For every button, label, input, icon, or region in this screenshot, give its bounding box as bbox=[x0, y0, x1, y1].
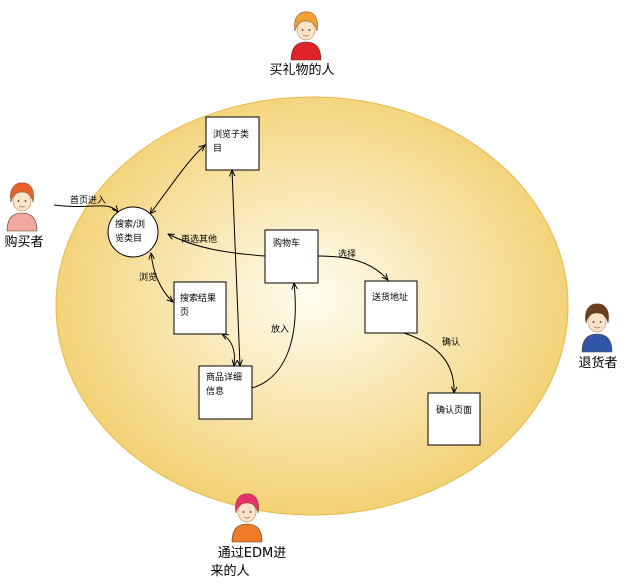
node-shipping-address[interactable]: 送货地址 bbox=[364, 280, 418, 334]
edge-label-browse: 浏览 bbox=[139, 271, 157, 283]
node-browse-subcategory-line2: 目 bbox=[213, 143, 222, 154]
edge-subcategory-to-detail bbox=[232, 170, 240, 366]
node-cart-label: 购物车 bbox=[273, 237, 300, 249]
edge-select bbox=[317, 255, 388, 280]
node-search-results[interactable]: 搜索结果 页 bbox=[173, 281, 227, 335]
person-icon bbox=[231, 493, 263, 543]
edge-label-add: 放入 bbox=[271, 323, 289, 335]
node-product-detail[interactable]: 商品详细 信息 bbox=[198, 365, 253, 420]
person-icon bbox=[581, 303, 613, 353]
node-search-browse-line1: 搜索/浏 bbox=[115, 218, 145, 230]
node-product-detail-line2: 信息 bbox=[206, 385, 224, 397]
node-browse-subcategory-line1: 浏览子类 bbox=[213, 128, 249, 140]
person-icon bbox=[290, 11, 322, 61]
person-icon bbox=[6, 182, 38, 232]
actor-buyer-label: 购买者 bbox=[4, 234, 43, 250]
actor-edm-visitor[interactable] bbox=[231, 493, 263, 543]
node-product-detail-line1: 商品详细 bbox=[206, 371, 242, 383]
edge-label-confirm: 确认 bbox=[442, 336, 460, 348]
actor-edm-visitor-label-line1: 通过EDM进 bbox=[218, 546, 286, 561]
edge-label-home-entry: 首页进入 bbox=[70, 194, 106, 206]
actor-returner[interactable] bbox=[581, 303, 613, 353]
node-browse-subcategory[interactable]: 浏览子类 目 bbox=[205, 116, 260, 171]
edge-search-to-subcategory bbox=[150, 145, 205, 214]
edge-add bbox=[251, 283, 295, 389]
node-confirm-page-label: 确认页面 bbox=[436, 404, 472, 416]
node-search-browse-line2: 览类目 bbox=[115, 232, 142, 244]
node-search-browse[interactable]: 搜索/浏 览类目 bbox=[107, 206, 159, 258]
node-shipping-address-label: 送货地址 bbox=[372, 291, 408, 303]
actor-returner-label: 退货者 bbox=[578, 355, 617, 371]
node-confirm-page[interactable]: 确认页面 bbox=[427, 392, 481, 446]
actor-buyer[interactable] bbox=[6, 182, 38, 232]
edge-results-to-detail bbox=[222, 334, 235, 366]
node-search-results-line2: 页 bbox=[180, 307, 189, 318]
actor-gift-buyer-label: 买礼物的人 bbox=[269, 62, 334, 78]
edge-confirm bbox=[403, 332, 454, 393]
actor-edm-visitor-label-line2: 来的人 bbox=[210, 563, 249, 579]
node-search-results-line1: 搜索结果 bbox=[180, 292, 216, 304]
edges bbox=[53, 145, 454, 393]
edge-label-select: 选择 bbox=[338, 248, 356, 260]
edge-continue-other bbox=[168, 234, 266, 257]
system-boundary bbox=[55, 96, 569, 516]
actor-gift-buyer[interactable] bbox=[290, 11, 322, 61]
edge-home-entry bbox=[53, 204, 118, 212]
edge-browse bbox=[151, 253, 173, 302]
node-cart[interactable]: 购物车 bbox=[264, 229, 319, 284]
edge-label-continue-other: 再选其他 bbox=[181, 233, 217, 245]
